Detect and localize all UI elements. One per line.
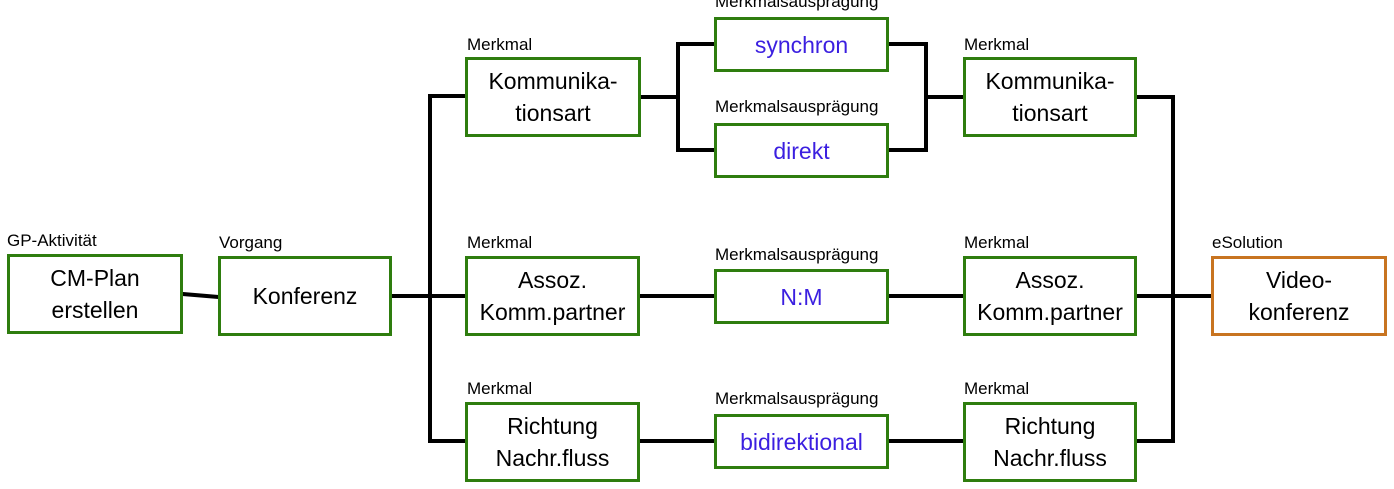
merkmal-richtung-right-caption: Merkmal <box>964 379 1030 398</box>
merkmal-assoz-right-box[interactable]: Assoz. Komm.partner <box>963 256 1137 336</box>
merkmal-assoz-left-box[interactable]: Assoz. Komm.partner <box>465 256 640 336</box>
connector-gp-to-vorgang <box>180 291 221 300</box>
merkmal-assoz-right-label: Assoz. Komm.partner <box>977 267 1123 325</box>
esolution-label: Video- konferenz <box>1248 267 1350 325</box>
merkmal-kommunikationsart-right-label: Kommunika- tionsart <box>985 68 1115 126</box>
merkmal-richtung-left-box[interactable]: Richtung Nachr.fluss <box>465 402 640 482</box>
merkmal-assoz-left-caption: Merkmal <box>467 233 533 252</box>
value-synchron-caption: Merkmalsausprägung <box>715 0 879 11</box>
value-bidirektional-caption: Merkmalsausprägung <box>715 389 879 408</box>
value-nm-label: N:M <box>780 283 823 310</box>
value-direkt-label: direkt <box>773 137 830 164</box>
vorgang-label: Konferenz <box>252 283 358 309</box>
merkmal-richtung-right-label: Richtung Nachr.fluss <box>993 413 1107 471</box>
esolution-box[interactable]: Video- konferenz <box>1211 256 1387 336</box>
value-bidirektional-label: bidirektional <box>740 428 863 455</box>
vorgang-box[interactable]: Konferenz <box>218 256 392 336</box>
value-direkt-caption: Merkmalsausprägung <box>715 97 879 116</box>
vorgang-caption: Vorgang <box>219 233 283 252</box>
merkmal-kommunikationsart-left-caption: Merkmal <box>467 35 533 54</box>
merkmal-kommunikationsart-left-label: Kommunika- tionsart <box>488 68 618 126</box>
value-synchron-label: synchron <box>754 31 849 58</box>
gp-activity-caption: GP-Aktivität <box>7 231 97 250</box>
merkmal-kommunikationsart-left-box[interactable]: Kommunika- tionsart <box>465 57 641 137</box>
merkmal-kommunikationsart-right-caption: Merkmal <box>964 35 1030 54</box>
gp-activity-box[interactable]: CM-Plan erstellen <box>7 254 183 334</box>
value-nm-caption: Merkmalsausprägung <box>715 245 879 264</box>
merkmal-richtung-right-box[interactable]: Richtung Nachr.fluss <box>963 402 1137 482</box>
merkmal-richtung-left-label: Richtung Nachr.fluss <box>495 413 610 471</box>
value-bidirektional-box[interactable]: bidirektional <box>714 414 889 469</box>
esolution-caption: eSolution <box>1212 233 1283 252</box>
value-nm-box[interactable]: N:M <box>714 269 889 324</box>
value-synchron-box[interactable]: synchron <box>714 17 889 72</box>
merkmal-kommunikationsart-right-box[interactable]: Kommunika- tionsart <box>963 57 1137 137</box>
gp-activity-label: CM-Plan erstellen <box>50 265 140 323</box>
value-direkt-box[interactable]: direkt <box>714 123 889 178</box>
merkmal-assoz-right-caption: Merkmal <box>964 233 1030 252</box>
merkmal-richtung-left-caption: Merkmal <box>467 379 533 398</box>
merkmal-assoz-left-label: Assoz. Komm.partner <box>479 267 626 325</box>
